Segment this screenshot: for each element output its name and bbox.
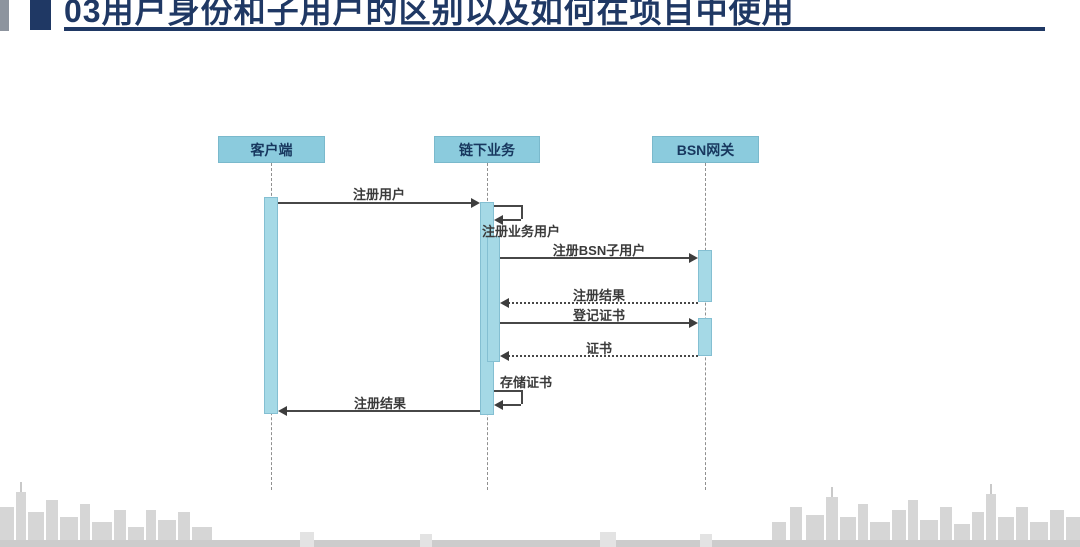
message-3-line: [500, 257, 689, 259]
actor-box-offchain-service: 链下业务: [434, 136, 540, 163]
message-2-self-bottom: [503, 219, 521, 221]
actor-box-client: 客户端: [218, 136, 325, 163]
message-7-arrowhead: [494, 400, 503, 410]
message-2-arrowhead: [494, 215, 503, 225]
page-title: 03用户身份和子用户的区别以及如何在项目中使用: [64, 0, 795, 29]
message-1-label: 注册用户: [352, 187, 405, 202]
title-underline: [64, 27, 1045, 31]
message-1-line: [278, 202, 472, 204]
message-3-arrowhead: [689, 253, 698, 263]
message-8-line: [286, 410, 480, 412]
message-1-arrowhead: [471, 198, 480, 208]
message-7-self-side: [521, 390, 523, 404]
activation-gateway-2: [698, 318, 712, 356]
actor-label-offchain-service: 链下业务: [459, 141, 515, 158]
message-8-arrowhead: [278, 406, 287, 416]
message-6-label: 证书: [585, 341, 612, 356]
activation-gateway-1: [698, 250, 712, 302]
message-7-self-top: [494, 390, 521, 392]
message-4-line: [508, 302, 698, 304]
message-2-self-side: [521, 205, 523, 219]
message-4-arrowhead: [500, 298, 509, 308]
message-5-arrowhead: [689, 318, 698, 328]
actor-label-client: 客户端: [250, 141, 293, 158]
message-6-line: [508, 355, 698, 357]
message-5-line: [500, 322, 689, 324]
activation-offchain-nested: [487, 236, 500, 362]
message-8-label: 注册结果: [353, 396, 406, 411]
city-skyline: [0, 482, 1080, 547]
message-2-label: 注册业务用户: [482, 224, 561, 239]
title-accent-block: [30, 0, 51, 30]
message-6-arrowhead: [500, 351, 509, 361]
corner-strip: [0, 0, 9, 31]
message-2-self-top: [494, 205, 521, 207]
message-7-label: 存储证书: [500, 375, 553, 390]
actor-box-bsn-gateway: BSN网关: [652, 136, 759, 163]
message-5-label: 登记证书: [572, 308, 625, 323]
message-7-self-bottom: [503, 404, 521, 406]
activation-client: [264, 197, 278, 414]
actor-label-bsn-gateway: BSN网关: [676, 141, 735, 158]
message-4-label: 注册结果: [572, 288, 625, 303]
message-3-label: 注册BSN子用户: [552, 243, 646, 258]
